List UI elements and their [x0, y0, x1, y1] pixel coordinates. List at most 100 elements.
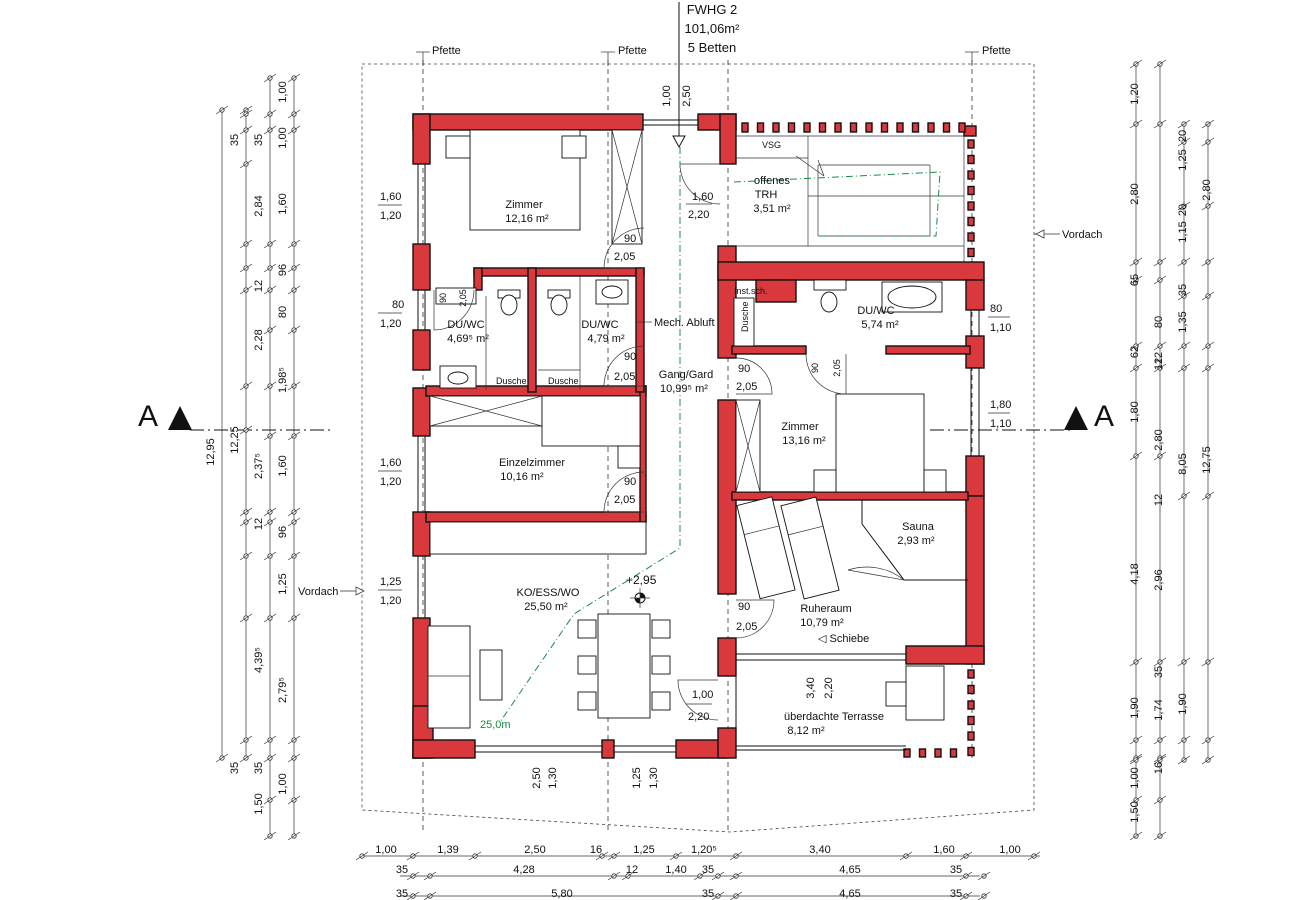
dim-tick-slash: [1177, 291, 1191, 301]
svg-text:2,50: 2,50: [531, 767, 543, 788]
dim-tick-slash: [669, 851, 683, 861]
railing-post: [834, 122, 842, 133]
railing-post: [903, 748, 911, 758]
dim-tick-slash: [1201, 657, 1215, 667]
room-area: 25,50 m²: [524, 601, 568, 613]
dusche-label: Dusche: [548, 376, 579, 386]
svg-text:1,00: 1,00: [692, 689, 713, 701]
railing-post: [967, 139, 975, 149]
svg-text:35: 35: [950, 864, 962, 876]
svg-text:35: 35: [253, 762, 265, 774]
svg-text:12,95: 12,95: [205, 438, 217, 466]
svg-text:1,20: 1,20: [380, 476, 401, 488]
room-name: Sauna: [902, 521, 935, 533]
dim-tick-slash: [607, 871, 621, 881]
dim-tick-slash: [729, 891, 743, 900]
dim-tick-slash: [263, 551, 277, 561]
unit-beds: 5 Betten: [688, 40, 736, 55]
unit-title: FWHG 2: [687, 2, 738, 17]
room-extra: 3,51 m²: [753, 203, 791, 215]
svg-text:12,75: 12,75: [1201, 446, 1213, 474]
svg-text:1,60: 1,60: [380, 457, 401, 469]
svg-text:90: 90: [738, 363, 750, 375]
svg-text:8,05: 8,05: [1177, 453, 1189, 474]
dim-tick-slash: [239, 109, 253, 119]
dim-tick-slash: [239, 613, 253, 623]
dim-labels-right: 1,20 2,80 65 62 1,80 4,18 1,90 1,00 1,50…: [1129, 83, 1213, 822]
dim-tick-slash: [263, 125, 277, 135]
dim-tick-slash: [287, 285, 301, 295]
pfette-label-left: Pfette: [432, 45, 461, 57]
svg-text:2,05: 2,05: [614, 494, 635, 506]
svg-text:1,00: 1,00: [277, 81, 289, 102]
opening-dims: 1,60 1,20 80 1,20 1,60 1,20 1,25 1,20 80…: [378, 191, 1011, 789]
svg-text:90: 90: [438, 293, 448, 303]
svg-text:90: 90: [624, 351, 636, 363]
room-name: Zimmer: [781, 421, 819, 433]
room-labels: Zimmer 12,16 m² DU/WC 4,69⁵ m² DU/WC 4,7…: [447, 175, 935, 737]
railing-post: [967, 247, 975, 258]
railing-post: [967, 700, 975, 710]
railing-post: [772, 122, 780, 133]
room-name: Einzelzimmer: [499, 457, 565, 469]
dim-tick-slash: [1201, 735, 1215, 745]
railing-post: [927, 122, 935, 133]
dim-tick-slash: [1129, 275, 1143, 285]
mech-abluft-label: Mech. Abluft: [654, 317, 715, 329]
dim-tick-slash: [263, 109, 277, 119]
dim-tick-slash: [1129, 657, 1143, 667]
unit-area: 101,06m²: [685, 21, 741, 36]
svg-text:5,80: 5,80: [551, 888, 572, 900]
dim-tick-slash: [287, 109, 301, 119]
railing-post: [865, 122, 873, 133]
dim-tick-slash: [1201, 363, 1215, 373]
svg-text:1,60: 1,60: [380, 191, 401, 203]
entrance-dim-w: 1,00: [661, 85, 673, 106]
walls: [412, 113, 985, 759]
railing-post: [803, 122, 811, 133]
dim-tick-slash: [1177, 657, 1191, 667]
room-area: 4,69⁵ m²: [447, 333, 489, 345]
svg-text:20: 20: [1177, 204, 1189, 216]
railing-post: [967, 170, 975, 180]
dim-tick-slash: [595, 851, 609, 861]
dim-tick-slash: [1201, 755, 1215, 765]
svg-text:12: 12: [1153, 352, 1165, 364]
svg-text:1,20: 1,20: [380, 318, 401, 330]
svg-text:62: 62: [1129, 346, 1141, 358]
svg-text:2,05: 2,05: [614, 251, 635, 263]
dim-tick-slash: [1129, 119, 1143, 129]
dim-chain-left: [221, 78, 295, 836]
dim-tick-slash: [287, 239, 301, 249]
svg-text:12,25: 12,25: [229, 426, 241, 454]
dim-tick-slash: [1153, 59, 1167, 69]
dim-tick-slash: [1129, 59, 1143, 69]
dim-tick-slash: [215, 753, 229, 763]
vordach-arrows: [340, 229, 1060, 596]
svg-text:1,90: 1,90: [1177, 693, 1189, 714]
svg-text:90: 90: [624, 476, 636, 488]
dim-tick-slash: [355, 851, 369, 861]
room-name: DU/WC: [447, 319, 484, 331]
dim-tick-slash: [1177, 201, 1191, 211]
svg-text:2,20: 2,20: [688, 711, 709, 723]
dim-tick-slash: [287, 125, 301, 135]
dim-tick-slash: [711, 871, 725, 881]
svg-text:1,50: 1,50: [253, 793, 265, 814]
dim-tick-slash: [263, 831, 277, 841]
railing-post: [756, 122, 765, 133]
svg-text:1,00: 1,00: [277, 127, 289, 148]
dim-tick-slash: [693, 871, 707, 881]
svg-text:35: 35: [396, 888, 408, 900]
svg-text:1,74: 1,74: [1153, 699, 1165, 720]
dim-tick-slash: [287, 381, 301, 391]
railing-post: [787, 122, 796, 133]
dim-tick-slash: [239, 507, 253, 517]
svg-text:2,96: 2,96: [1153, 569, 1165, 590]
svg-text:4,65: 4,65: [839, 864, 860, 876]
svg-text:4,18: 4,18: [1129, 563, 1141, 584]
dim-tick-slash: [406, 851, 420, 861]
svg-text:1,80: 1,80: [990, 399, 1011, 411]
room-area: 2,93 m²: [897, 535, 935, 547]
room-name: Zimmer: [505, 199, 543, 211]
